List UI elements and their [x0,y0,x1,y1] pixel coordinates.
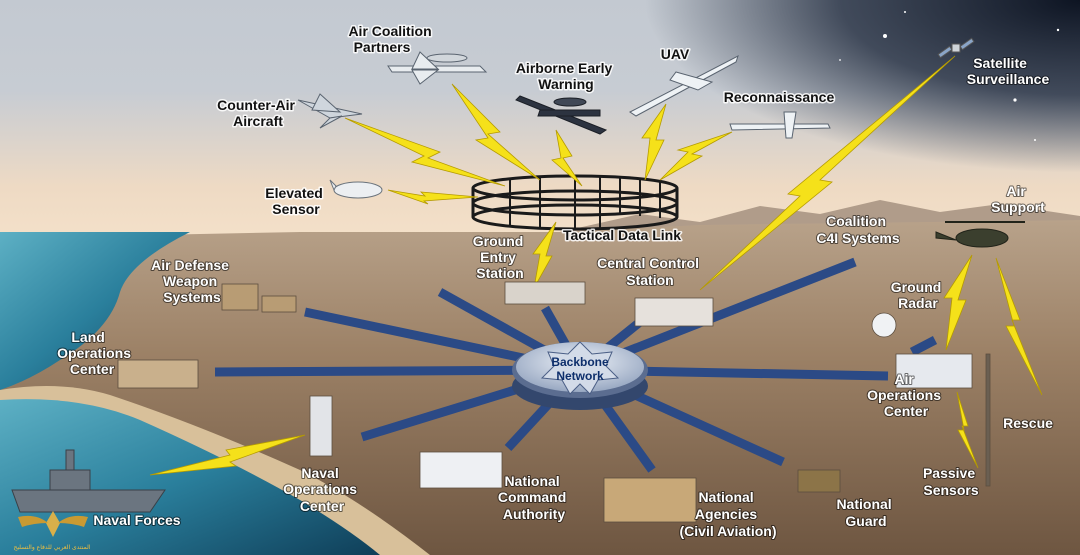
label-uav: UAV [661,46,690,62]
uav-drone [629,54,739,117]
passive-sensor-mast [985,353,991,487]
naval-ops-tower [309,395,333,457]
reconnaissance-drone [729,111,831,139]
aew-aircraft [515,95,608,135]
bolt-satellite [699,55,956,291]
forum-watermark-text: المنتدى العربي للدفاع والتسليح [13,544,91,551]
bolt-elevated [387,189,479,205]
air-defense-truck [261,295,297,313]
bolt-air-coalition [451,83,541,181]
spoke-radar [909,336,938,356]
backbone-network-hub: Backbone Network [512,341,648,410]
ground-entry-building [504,281,586,305]
label-elevated-sensor: Elevated Sensor [265,185,326,217]
label-ground-radar: Ground Radar [891,279,945,311]
national-command-building [419,451,503,489]
label-central-control: Central Control Station [597,255,703,288]
elevated-sensor-aerostat [329,179,383,199]
bolt-recon [659,131,733,181]
label-national-agencies: National Agencies (Civil Aviation) [680,489,777,539]
label-ground-entry: Ground Entry Station [473,233,527,281]
lightning-bolts [149,55,1043,476]
sea [0,232,190,390]
bolt-aew [551,129,583,187]
label-coalition-c4i: Coalition C4I Systems [816,213,899,246]
label-counter-air: Counter-Air Aircraft [217,97,299,129]
label-naval-forces: Naval Forces [93,512,180,528]
awacs-aircraft [387,51,488,85]
ground-structures [117,281,991,523]
labels: Air Coalition Partners Airborne Early Wa… [56,22,1054,541]
label-air-defense: Air Defense Weapon Systems [151,257,233,305]
ground-radar-dome [871,312,897,338]
label-naval-operations: Naval Operations Center [283,465,361,514]
bolt-rescue [995,257,1043,396]
bolt-uav [641,103,667,181]
bolt-naval [149,434,306,476]
bolt-air-support [943,254,973,351]
backbone-star-shape [540,341,620,395]
air-ops-building [895,353,973,389]
label-passive-sensors: Passive Sensors [923,465,979,498]
label-reconnaissance: Reconnaissance [724,89,835,105]
label-land-operations: Land Operations Center [57,329,135,377]
stars [839,11,1060,141]
land-ops-vehicle [117,359,199,389]
backbone-label-line1: Backbone [551,355,609,369]
label-tactical-data-link: Tactical Data Link [563,227,681,243]
bolt-counter-air [344,117,506,187]
national-guard-vehicle [797,469,841,493]
central-control-building [634,297,714,327]
backbone-label-line2: Network [556,369,604,383]
satellite [937,37,975,59]
air-defense-vehicles [221,283,259,311]
label-air-operations: Air Operations Center [867,371,945,419]
tactical-data-link-ring [471,174,679,231]
label-airborne-early-warning: Airborne Early Warning [516,60,616,92]
label-air-coalition: Air Coalition Partners [348,23,435,55]
label-air-support: Air Support [991,183,1045,215]
sea-lower [0,399,380,555]
label-national-guard: National Guard [836,496,895,529]
fighter-jet [297,93,363,129]
naval-ship [11,449,166,513]
label-national-command: National Command Authority [498,473,570,522]
national-agencies-building [603,477,697,523]
bolt-passive-sensors [956,391,979,469]
forum-logo-icon [18,511,88,537]
helicopter [935,221,1025,248]
label-rescue: Rescue [1003,415,1053,431]
label-satellite: Satellite Surveillance [967,55,1050,87]
